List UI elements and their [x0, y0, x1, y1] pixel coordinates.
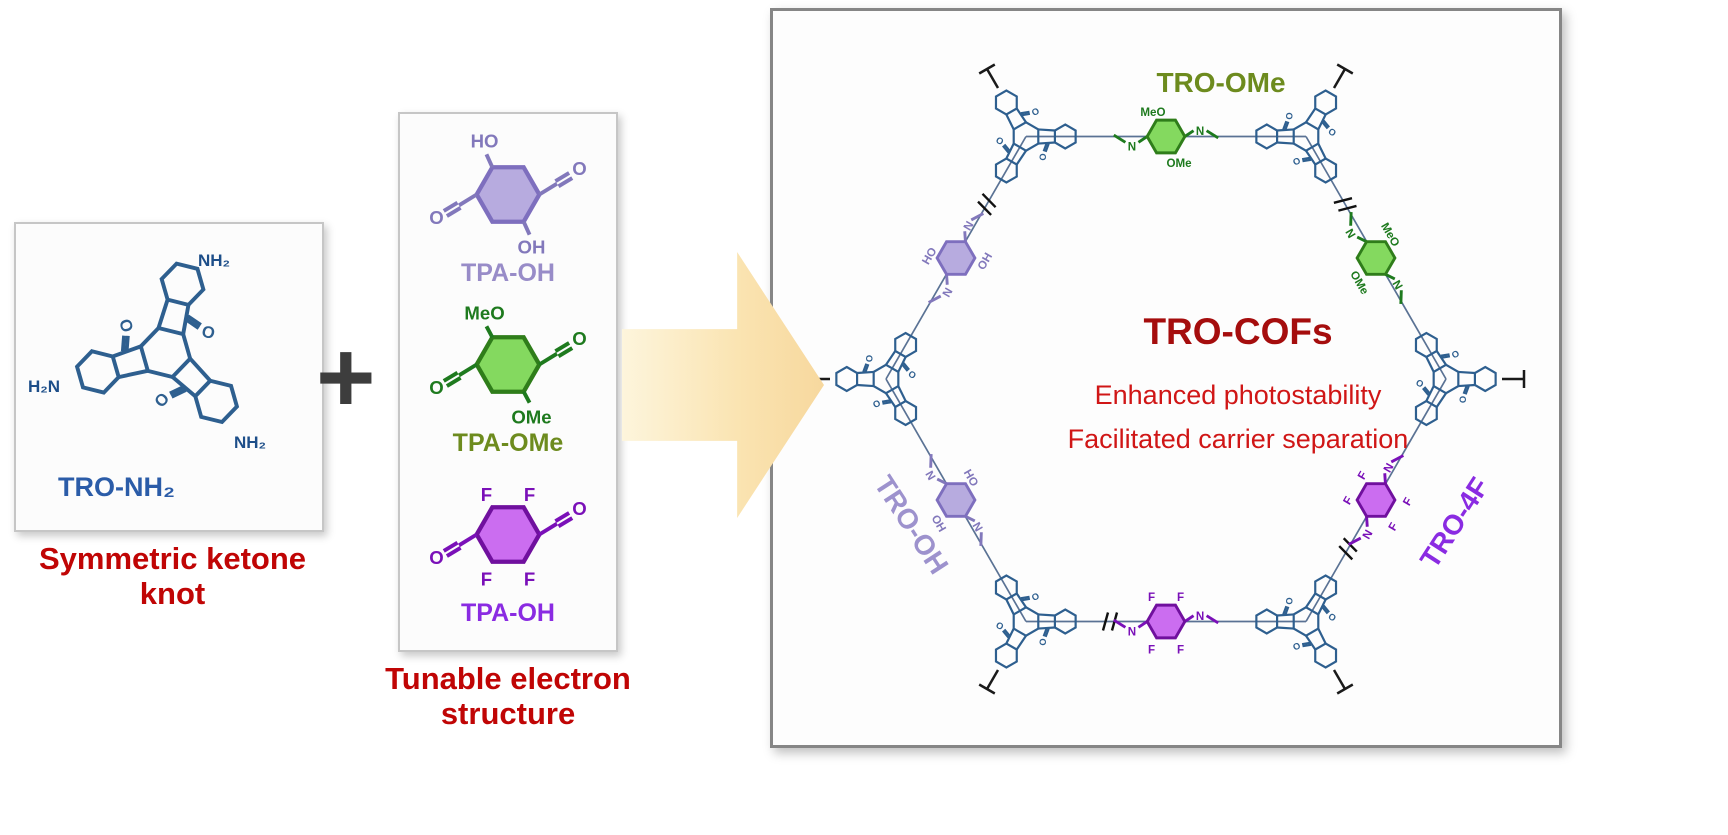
left-caption-line1: Symmetric ketone: [38, 541, 307, 576]
truxenone-structure: NH₂ H₂N NH₂: [28, 224, 318, 524]
panel-tunable-linkers: TPA-OH TPA-OMe TPA-OH: [398, 112, 618, 652]
tpa-4f-label: TPA-OH: [461, 599, 555, 627]
left-caption-line2: knot: [139, 576, 206, 612]
cof-linker-ome-upper-right: [1319, 196, 1430, 322]
subtitle-carrier-separation: Facilitated carrier separation: [1067, 424, 1409, 454]
cof-linker-ome-top: [1112, 104, 1220, 172]
linker-tpa-4f: TPA-OH: [406, 464, 610, 628]
tro-cofs-title: TRO-COFs: [1143, 311, 1333, 352]
truxenone-knot: [50, 242, 272, 453]
panel-symmetric-ketone-knot: NH₂ H₂N NH₂ TRO-NH₂: [14, 222, 324, 532]
cof-ring-structure: [806, 63, 1526, 695]
cof-linker-4f-bottom: [1112, 589, 1220, 658]
middle-caption-line2: structure: [440, 696, 576, 732]
tpa-4f-drawing: [406, 464, 610, 605]
panel-tro-cofs: TRO-OMe TRO-COFs Enhanced photostability…: [770, 8, 1562, 748]
left-caption: Symmetric ketone knot: [0, 541, 345, 612]
cof-knot: [836, 330, 931, 434]
middle-caption-line1: Tunable electron: [385, 661, 631, 696]
external-bond-stubs: [806, 63, 1526, 695]
linker-tpa-ome: TPA-OMe: [406, 294, 610, 458]
tpa-ome-label: TPA-OMe: [452, 429, 564, 457]
plus-sign: +: [316, 320, 376, 434]
tpa-oh-label: TPA-OH: [461, 259, 555, 287]
subtitle-photostability: Enhanced photostability: [1094, 380, 1382, 410]
middle-caption: Tunable electron structure: [372, 661, 644, 732]
tpa-oh-drawing: [406, 124, 610, 265]
linker-tpa-oh: TPA-OH: [406, 124, 610, 288]
atom-label-nh2: NH₂: [198, 251, 230, 270]
atom-label-nh2: NH₂: [234, 433, 266, 452]
tro-nh2-label: TRO-NH₂: [58, 472, 175, 502]
tro-ome-label: TRO-OMe: [1156, 67, 1286, 98]
cof-knot: [959, 557, 1097, 692]
atom-label-h2n: H₂N: [28, 377, 60, 396]
tpa-ome-drawing: [406, 294, 610, 435]
cof-linker-oh-upper-left: [902, 196, 1013, 322]
cof-linker-4f-lower-right: [1322, 438, 1434, 565]
